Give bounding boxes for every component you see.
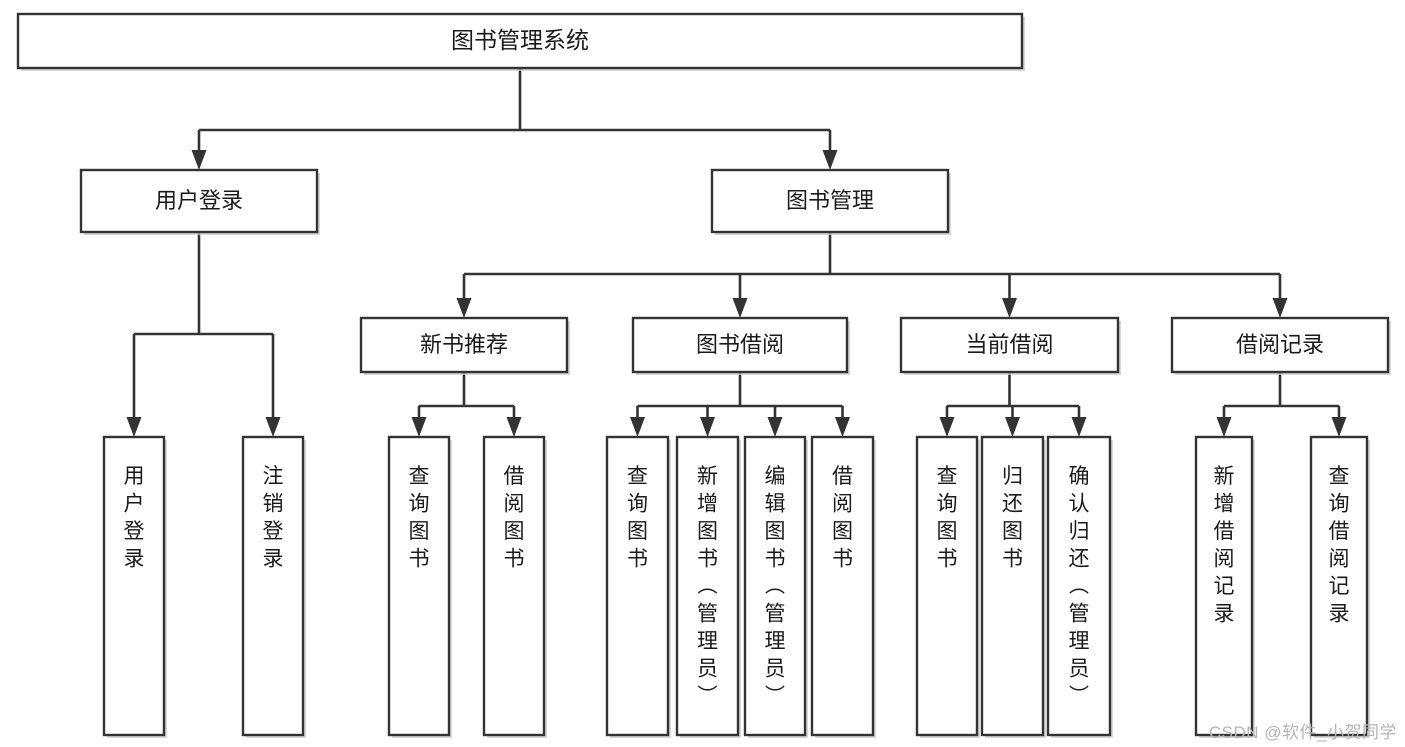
node-leaf-query-book-current[interactable]: 查询图书 [915,435,980,738]
node-leaf-return-book[interactable]: 归还图书 [980,435,1046,738]
node-boxes: 图书管理系统用户登录图书管理新书推荐图书借阅当前借阅借阅记录用户登录注销登录查询… [16,12,1391,738]
connector-arrowhead [1272,298,1288,318]
node-book-borrow[interactable]: 图书借阅 [631,316,850,375]
node-leaf-borrow-book-recommend[interactable]: 借阅图书 [482,435,547,738]
node-label: 图书借阅 [696,332,784,357]
node-rect[interactable] [675,435,740,737]
node-rect[interactable] [1046,435,1112,737]
connector-group-new-book-recommend [411,372,522,437]
node-rect[interactable] [359,316,569,374]
connector-group-borrow-record [1216,372,1347,437]
node-rect[interactable] [1194,435,1254,737]
node-label: 新书推荐 [420,332,508,357]
connector-group-book-borrow [630,372,850,437]
node-root[interactable]: 图书管理系统 [16,12,1025,71]
node-rect[interactable] [79,168,319,234]
node-leaf-query-book-recommend[interactable]: 查询图书 [387,435,452,738]
node-rect[interactable] [899,316,1120,374]
node-label: 当前借阅 [965,332,1053,357]
node-leaf-user-logout[interactable]: 注销登录 [241,435,306,738]
node-label: 借阅记录 [1236,332,1324,357]
node-label: 编辑图书︵管理员︶ [765,464,786,707]
connector-arrowhead [822,150,838,170]
node-rect[interactable] [980,435,1045,737]
connector-lines [126,68,1347,437]
connector-arrowhead [411,417,427,437]
node-new-book-recommend[interactable]: 新书推荐 [359,316,570,375]
node-rect[interactable] [1170,316,1390,374]
node-label: 新增借阅记录 [1214,464,1235,625]
connector-arrowhead [767,417,783,437]
node-leaf-query-book-borrow[interactable]: 查询图书 [605,435,671,738]
node-rect[interactable] [482,435,546,737]
connector-arrowhead [265,417,281,437]
connector-arrowhead [456,298,472,318]
node-leaf-borrow-book[interactable]: 借阅图书 [810,435,876,738]
node-label: 新增图书︵管理员︶ [697,464,718,707]
connector-arrowhead [191,150,207,170]
node-rect[interactable] [915,435,979,737]
node-rect[interactable] [102,435,166,737]
connector-arrowhead [1005,417,1020,437]
node-rect[interactable] [387,435,451,737]
connector-arrowhead [700,417,715,437]
node-label: 借阅图书 [832,464,853,570]
node-label: 查询图书 [627,464,648,570]
connector-arrowhead [835,417,850,437]
connector-arrowhead [732,298,748,318]
node-leaf-user-login[interactable]: 用户登录 [102,435,167,738]
connector-arrowhead [1002,298,1017,318]
connector-group-current-borrow [939,372,1087,437]
node-label: 查询借阅记录 [1329,464,1350,625]
node-label: 借阅图书 [504,464,525,570]
node-label: 用户登录 [155,188,243,213]
node-rect[interactable] [16,12,1024,70]
node-rect[interactable] [631,316,849,374]
node-label: 图书管理系统 [451,27,589,53]
node-leaf-edit-book-admin[interactable]: 编辑图书︵管理员︶ [743,435,808,738]
node-leaf-confirm-return-admin[interactable]: 确认归还︵管理员︶ [1046,435,1113,738]
node-leaf-add-borrow-record[interactable]: 新增借阅记录 [1194,435,1255,738]
connector-arrowhead [1216,417,1232,437]
node-label: 查询图书 [937,464,958,570]
node-rect[interactable] [1309,435,1369,737]
connector-arrowhead [630,417,645,437]
node-current-borrow[interactable]: 当前借阅 [899,316,1121,375]
node-user-login[interactable]: 用户登录 [79,168,320,235]
node-rect[interactable] [743,435,807,737]
node-label: 注销登录 [263,464,284,570]
node-rect[interactable] [810,435,875,737]
node-rect[interactable] [605,435,670,737]
node-label: 用户登录 [124,464,145,570]
connector-arrowhead [939,417,955,437]
node-label: 查询图书 [409,464,430,570]
node-leaf-add-book-admin[interactable]: 新增图书︵管理员︶ [675,435,741,738]
node-label: 确认归还︵管理员︶ [1069,464,1090,707]
connector-group-root [191,68,838,170]
connector-arrowhead [1071,417,1087,437]
node-book-manage[interactable]: 图书管理 [710,168,951,235]
node-leaf-query-borrow-record[interactable]: 查询借阅记录 [1309,435,1370,738]
node-rect[interactable] [710,168,950,234]
connector-arrowhead [506,417,522,437]
node-label: 归还图书 [1002,464,1023,570]
node-rect[interactable] [241,435,305,737]
connector-arrowhead [1331,417,1347,437]
node-label: 图书管理 [786,188,874,213]
connector-arrowhead [126,417,142,437]
connector-group-book-manage [456,232,1288,318]
node-borrow-record[interactable]: 借阅记录 [1170,316,1391,375]
connector-group-user-login [126,232,281,437]
